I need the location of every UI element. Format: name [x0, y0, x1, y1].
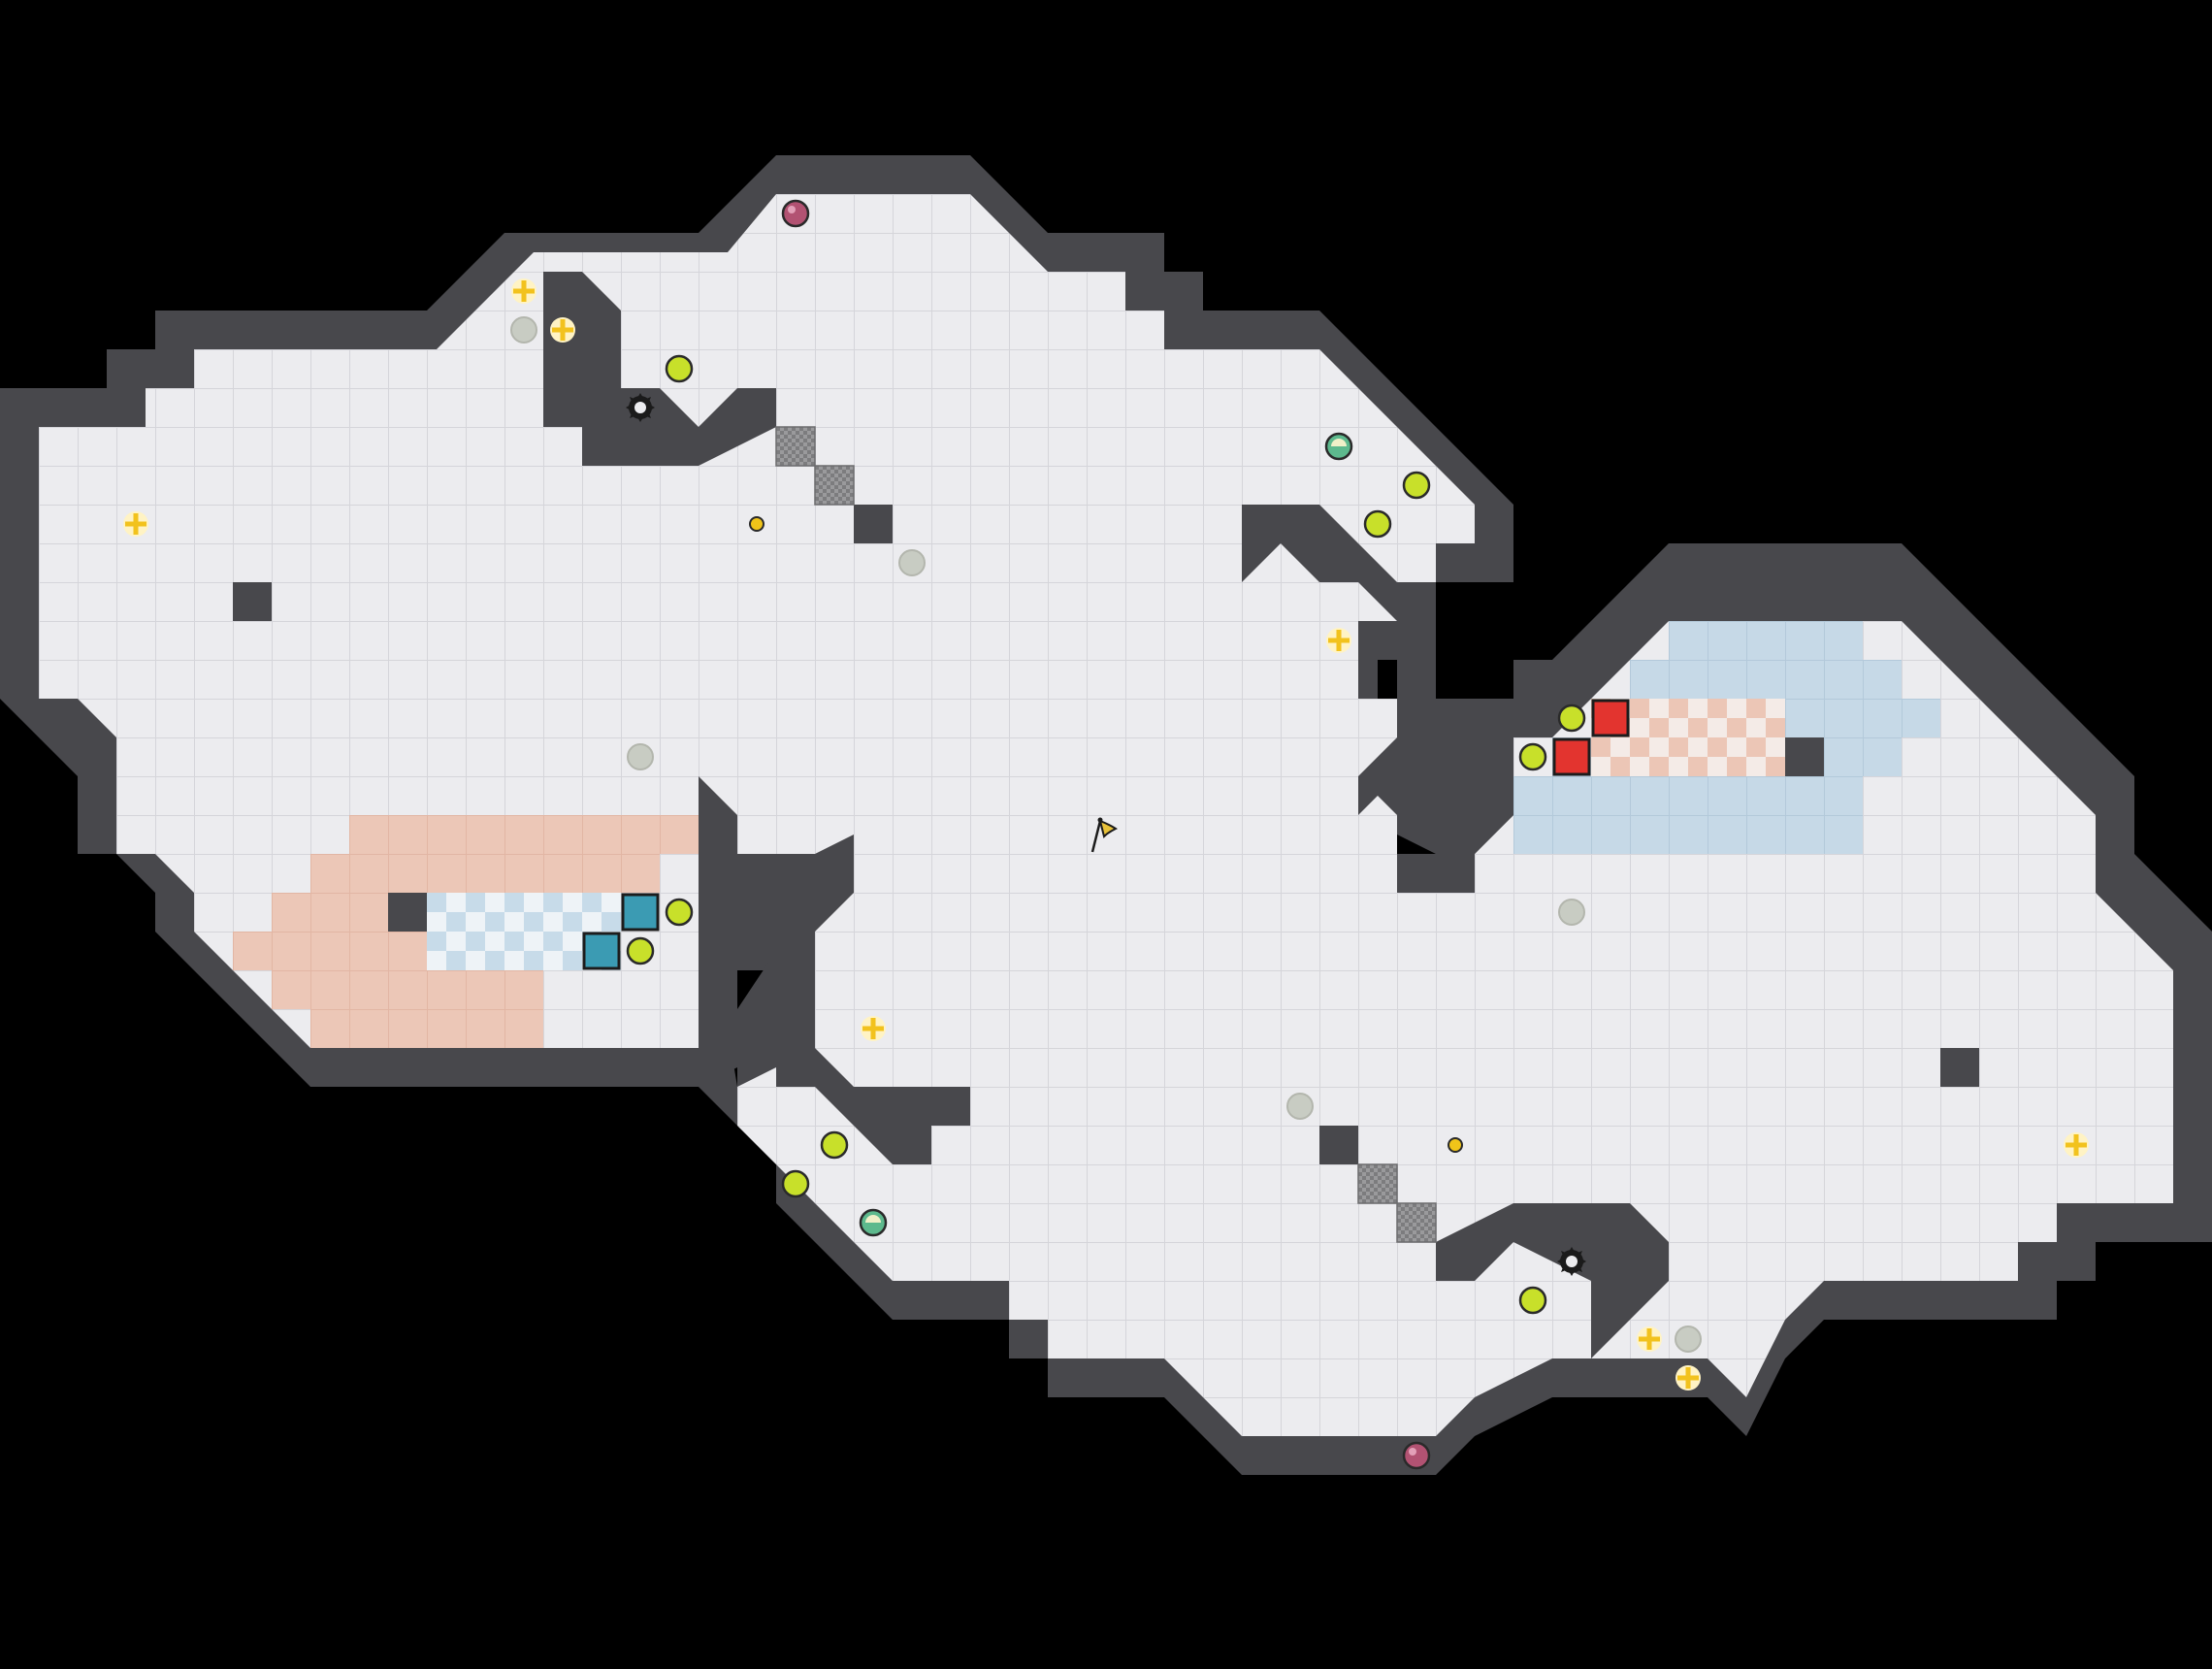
spike-4: [1396, 1202, 1437, 1243]
blue-gate-1: [621, 893, 660, 932]
inactive-boost-1: [510, 316, 537, 344]
wall-center-left-divider: [699, 776, 854, 1087]
center-floor: [854, 699, 1397, 893]
spike-1: [775, 426, 816, 467]
red-gate-2: [1552, 737, 1591, 776]
buttons: [749, 516, 1463, 1153]
portals: [859, 432, 1353, 1237]
portal-1: [1324, 432, 1353, 461]
boost-9: [781, 1169, 810, 1198]
portal-2: [859, 1208, 888, 1237]
blue-team-zone: [1513, 621, 1940, 854]
wall-upper-right-notch: [1242, 505, 1436, 815]
inactive-boost-6: [1675, 1325, 1702, 1353]
powerup-3: [123, 511, 148, 537]
boost-6: [1557, 704, 1586, 733]
inactive-boost-4: [1558, 899, 1585, 926]
powerup-2: [550, 317, 575, 343]
boost-3: [1363, 509, 1392, 539]
spike-2: [814, 465, 855, 506]
block-2: [854, 505, 893, 543]
boost-5: [626, 936, 655, 965]
block-3: [388, 893, 427, 932]
spikes: [775, 426, 1437, 1243]
wall-center-right-divider: [1358, 699, 1513, 893]
powerups: [123, 278, 2089, 1391]
powerup-5: [861, 1016, 886, 1041]
boosts: [626, 354, 1586, 1315]
wall-upper-left-notch: [543, 272, 776, 466]
bomb-1: [781, 199, 810, 228]
wall-lower-right-notch: [1436, 1203, 1669, 1397]
boost-1: [665, 354, 694, 383]
flag-icon: [1090, 817, 1118, 853]
boost-2: [1402, 471, 1431, 500]
block-4: [1785, 737, 1824, 776]
inactive-boost-2: [898, 549, 926, 576]
interior-walls: [233, 272, 1979, 1397]
red-gate-1: [1591, 699, 1630, 737]
bomb-2: [1402, 1441, 1431, 1470]
powerup-8: [1675, 1365, 1701, 1391]
boost-10: [1518, 1286, 1547, 1315]
gravity-well-2: [1557, 1247, 1586, 1276]
blue-gate-2: [582, 932, 621, 970]
boost-8: [820, 1130, 849, 1160]
powerup-4: [1326, 628, 1351, 653]
bombs: [781, 199, 1431, 1470]
inactive-boosts: [510, 316, 1702, 1353]
powerup-1: [511, 278, 537, 304]
button-1: [749, 516, 764, 532]
gravity-well-1: [626, 393, 655, 422]
inactive-boost-5: [1286, 1093, 1314, 1120]
spike-3: [1357, 1163, 1398, 1204]
inactive-boost-3: [627, 743, 654, 770]
wall-lower-left-notch: [776, 1048, 970, 1164]
gravity-wells: [626, 393, 1586, 1276]
powerup-6: [2064, 1132, 2089, 1158]
block-5: [1319, 1126, 1358, 1164]
boost-7: [1518, 742, 1547, 771]
gates: [582, 699, 1630, 970]
boost-4: [665, 898, 694, 927]
block-1: [233, 582, 272, 621]
block-6: [1940, 1048, 1979, 1087]
powerup-7: [1637, 1326, 1662, 1352]
button-2: [1448, 1137, 1463, 1153]
